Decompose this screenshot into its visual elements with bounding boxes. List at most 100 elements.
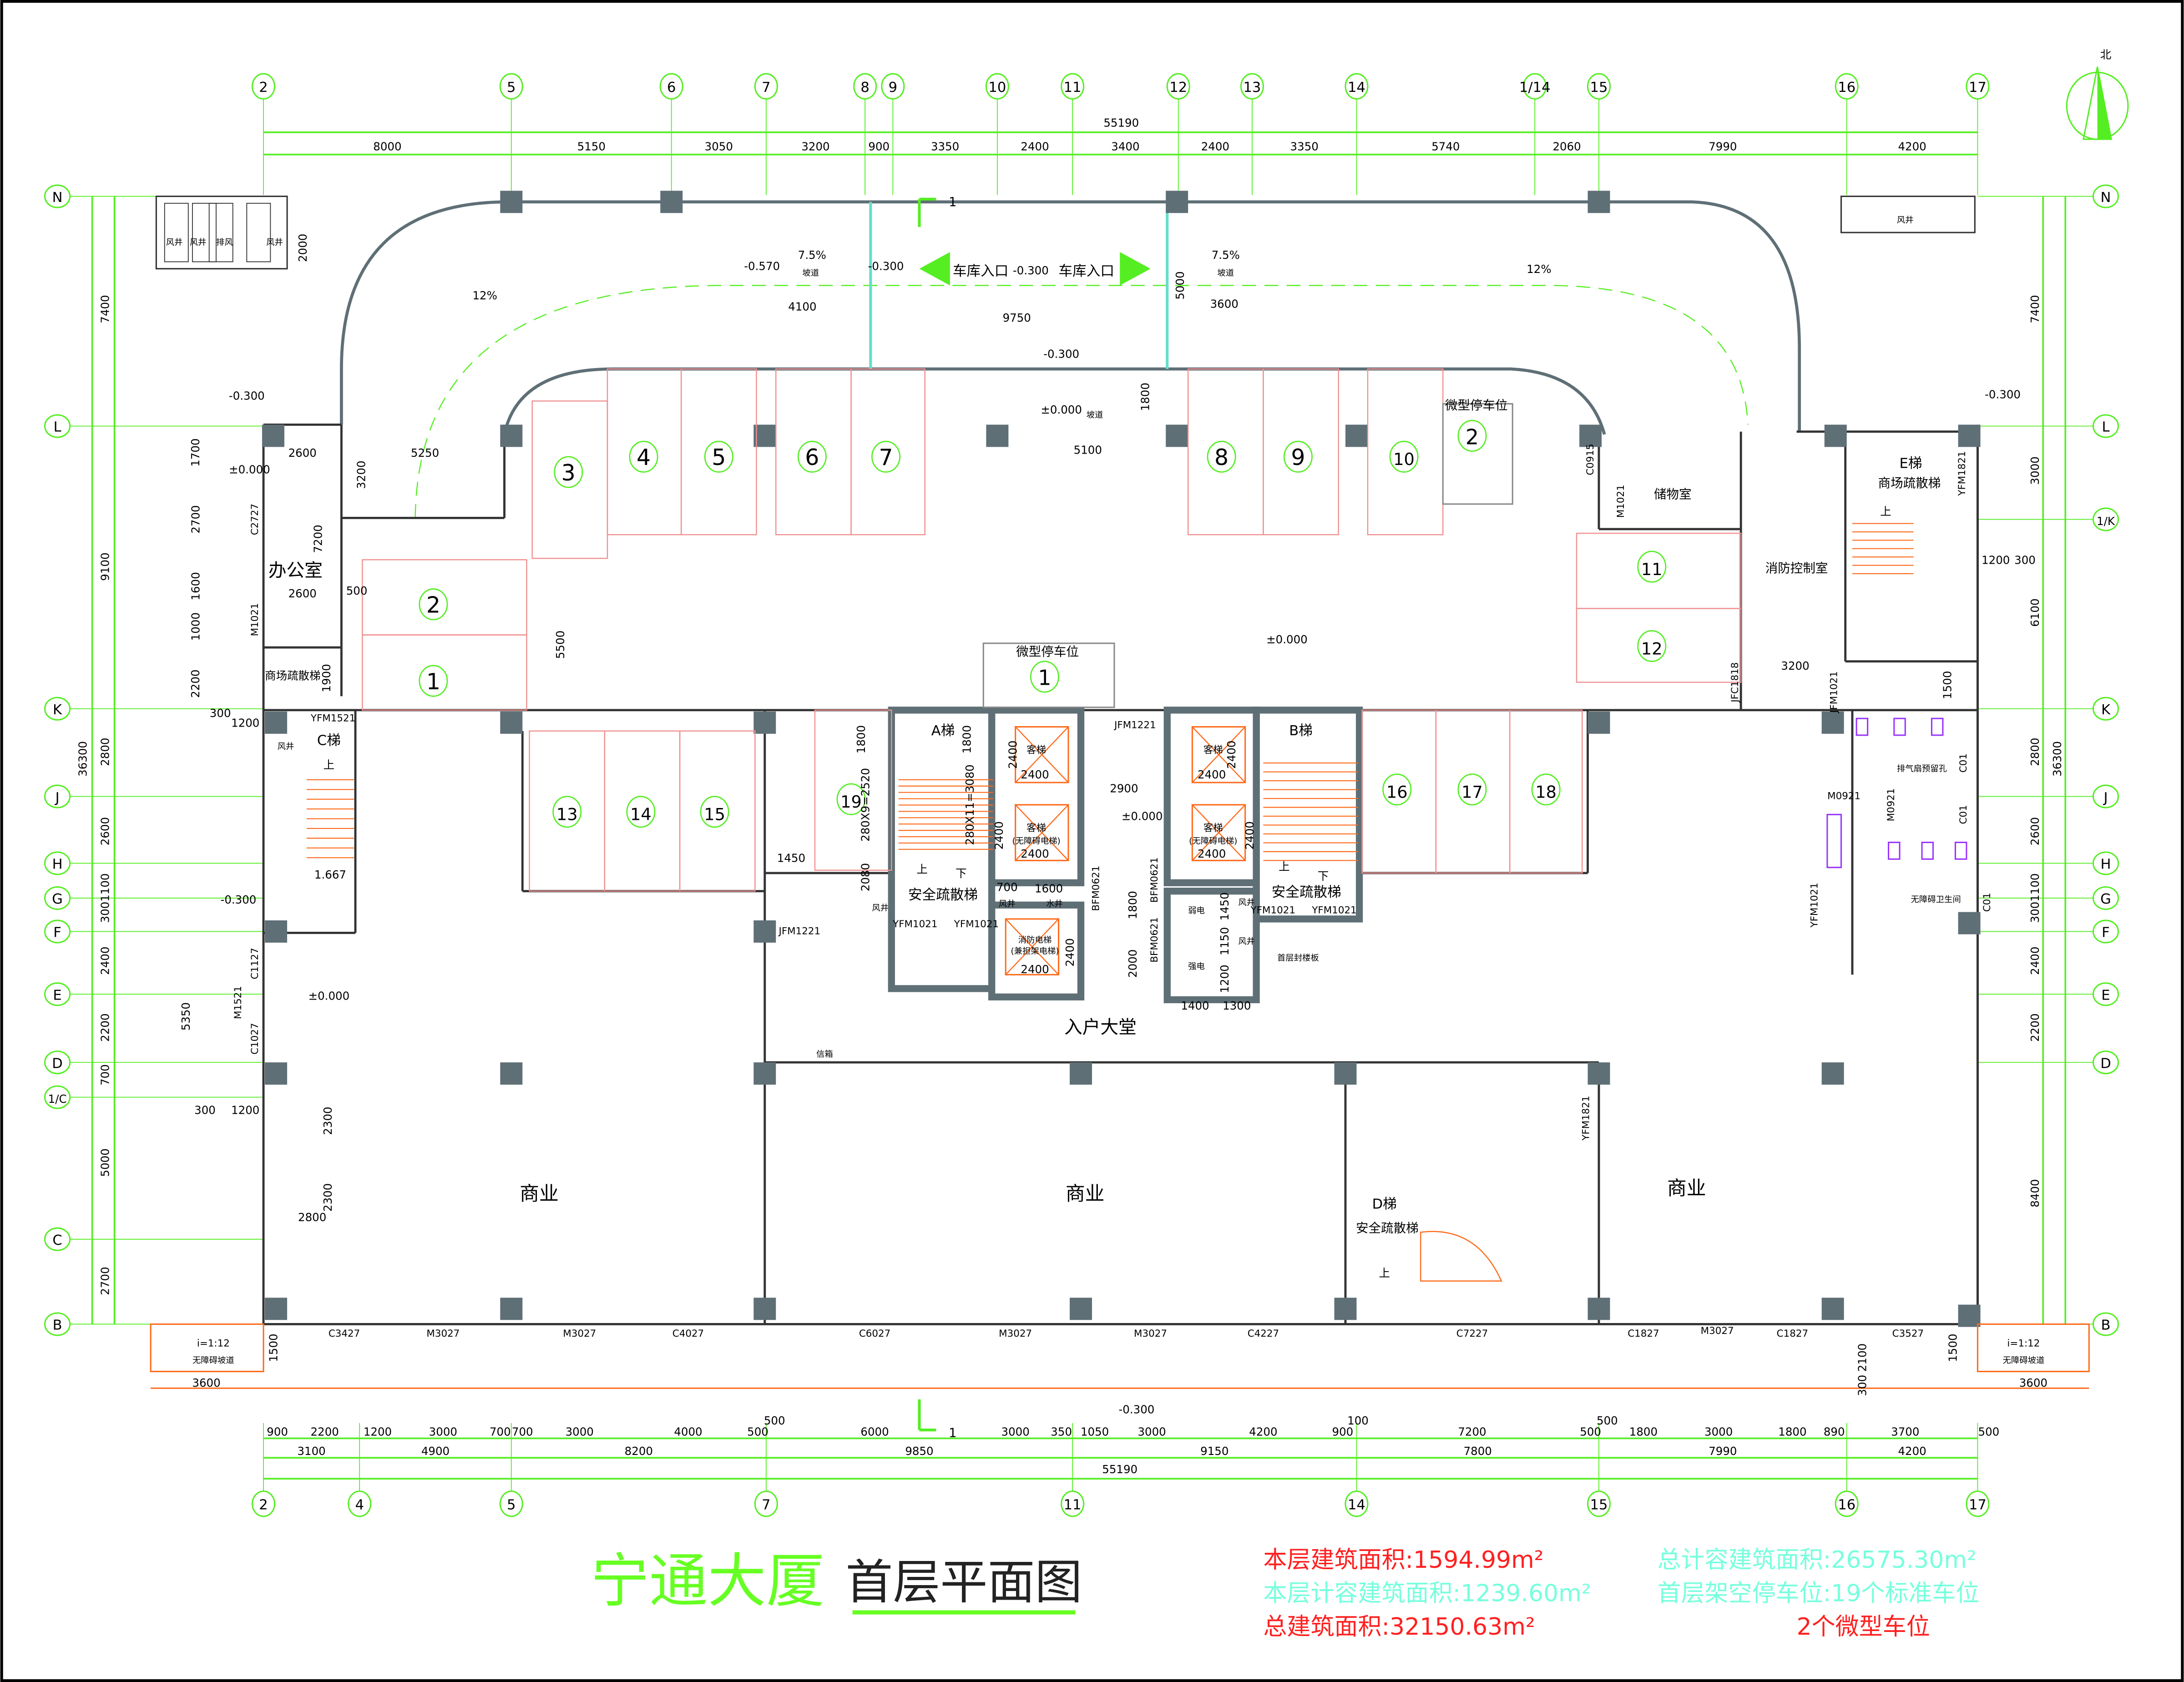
elevation-label: ±0.000: [229, 463, 270, 476]
column: [1958, 424, 1981, 447]
parking-number-circle: [797, 440, 827, 473]
room-label: 风井: [278, 742, 294, 752]
elevation-label: 12%: [472, 289, 497, 302]
dim-bottom: 4200: [1249, 1425, 1277, 1438]
dim-inner: 5000: [1173, 271, 1187, 299]
elevator-cross: [1005, 919, 1059, 975]
dim-total-right: 36300: [2051, 741, 2064, 777]
axis-bubble: [2092, 1312, 2119, 1336]
dim-top: 5740: [1431, 140, 1460, 153]
door-code: BFM0621: [1149, 857, 1160, 903]
room-label: 上: [324, 758, 334, 771]
parking-number-circle: [1382, 773, 1412, 806]
axis-bubble: [44, 1085, 71, 1109]
column: [753, 1062, 776, 1085]
dim-bottom: 4000: [674, 1425, 702, 1438]
axis-label-top: 11: [1064, 80, 1082, 96]
axis-label-left: B: [53, 1318, 62, 1333]
stat-total-far-area: 总计容建筑面积:26575.30m²: [1658, 1546, 1977, 1574]
stat-floor-area: 本层建筑面积:1594.99m²: [1263, 1546, 1543, 1574]
dim-bottom: 700: [512, 1425, 533, 1438]
toilet-fixture: [1921, 842, 1934, 860]
dim-inner: 3600: [2019, 1376, 2048, 1389]
room-label: i=1:12: [2007, 1338, 2040, 1349]
dim-top: 3350: [931, 140, 959, 153]
axis-bubble: [881, 73, 905, 100]
dim-bottom: 900: [267, 1425, 288, 1438]
axis-bubble: [1587, 1490, 1611, 1517]
axis-bubble: [44, 1312, 71, 1336]
door-code: C1827: [1777, 1328, 1808, 1339]
column: [1070, 1062, 1092, 1085]
room-label: 风井: [1897, 216, 1914, 225]
door-code: M3027: [999, 1328, 1032, 1339]
dim-bottom: 500: [1978, 1425, 2000, 1438]
dim-bottom: 500: [1580, 1425, 1601, 1438]
axis-bubble: [2092, 919, 2119, 944]
axis-label-left: E: [53, 987, 61, 1003]
axis-label-left: F: [53, 925, 61, 941]
dim-bottom: 4900: [421, 1445, 450, 1458]
door-code: C2727: [249, 504, 261, 535]
room-label: 风井: [166, 238, 183, 248]
stat-parking-micro: 2个微型车位: [1797, 1613, 1930, 1641]
room-label: 入户大堂: [1064, 1017, 1137, 1038]
elevation-label: ±0.000: [1122, 810, 1163, 823]
section-mark-label: 1: [949, 195, 957, 209]
dim-inner: 1200: [231, 717, 259, 730]
door-code: C01: [1958, 805, 1969, 824]
elevator-size: 2400: [992, 821, 1006, 849]
door-code: C3527: [1892, 1328, 1924, 1339]
axis-label-right: N: [2101, 190, 2111, 206]
axis-label-top: 8: [860, 80, 869, 96]
door-code: M3027: [1701, 1325, 1734, 1337]
stair-curved: [1420, 1231, 1502, 1282]
axis-label-bottom: 4: [355, 1497, 364, 1513]
elevator-size: 2400: [1006, 741, 1020, 769]
axis-bubble: [2092, 982, 2119, 1006]
axis-bubble: [252, 1490, 276, 1517]
room-label: 车库入口: [953, 263, 1008, 279]
axis-label-bottom: 11: [1064, 1497, 1082, 1513]
core-wall: [988, 901, 1085, 1000]
micro-parking-circle: [1457, 419, 1487, 452]
dim-bottom: 3000: [566, 1425, 594, 1438]
dim-left: 2200: [98, 1013, 111, 1041]
room-label: 办公室: [268, 560, 323, 581]
room-label: D梯: [1372, 1196, 1397, 1212]
shaft-box: [1840, 195, 1976, 233]
dim-inner: 1800: [854, 725, 868, 753]
axis-bubble: [252, 73, 276, 100]
door-code: YFM1021: [1311, 905, 1356, 916]
column: [1587, 1062, 1610, 1085]
column: [265, 1298, 288, 1320]
parking-number-circle: [626, 796, 656, 828]
dim-inner: 1700: [189, 438, 202, 466]
dim-left: 700: [98, 1064, 111, 1086]
dim-bottom: 1200: [364, 1425, 392, 1438]
dim-inner: 500: [346, 584, 368, 597]
axis-label-right: E: [2101, 987, 2110, 1003]
room-label: (兼担架电梯): [1011, 946, 1059, 956]
dim-bottom: 1050: [1081, 1425, 1109, 1438]
elevation-label: -0.300: [868, 260, 904, 273]
dim-right: 6100: [2028, 598, 2042, 626]
dim-bottom: 500: [764, 1414, 785, 1427]
dim-inner: 300: [194, 1103, 216, 1116]
room-label: 客梯: [1203, 745, 1223, 756]
door-code: M3027: [563, 1328, 596, 1339]
door-code: JFM1221: [1113, 720, 1156, 731]
dim-bottom: 890: [1824, 1425, 1845, 1438]
axis-label-left: L: [54, 419, 61, 435]
dim-right: 2200: [2028, 1013, 2042, 1041]
dim-left: 2600: [98, 817, 111, 845]
dim-inner: 3600: [192, 1376, 220, 1389]
parking-number-circle: [1283, 440, 1313, 473]
parking-number: 16: [1386, 783, 1408, 802]
axis-bubble: [853, 73, 877, 100]
room-label: 储物室: [1654, 487, 1692, 502]
room-label: 商场疏散梯: [1878, 476, 1941, 490]
door-code: YFM1821: [1581, 1096, 1592, 1141]
door-code: C1827: [1628, 1328, 1659, 1339]
dim-inner: 2100: [1856, 1344, 1869, 1372]
